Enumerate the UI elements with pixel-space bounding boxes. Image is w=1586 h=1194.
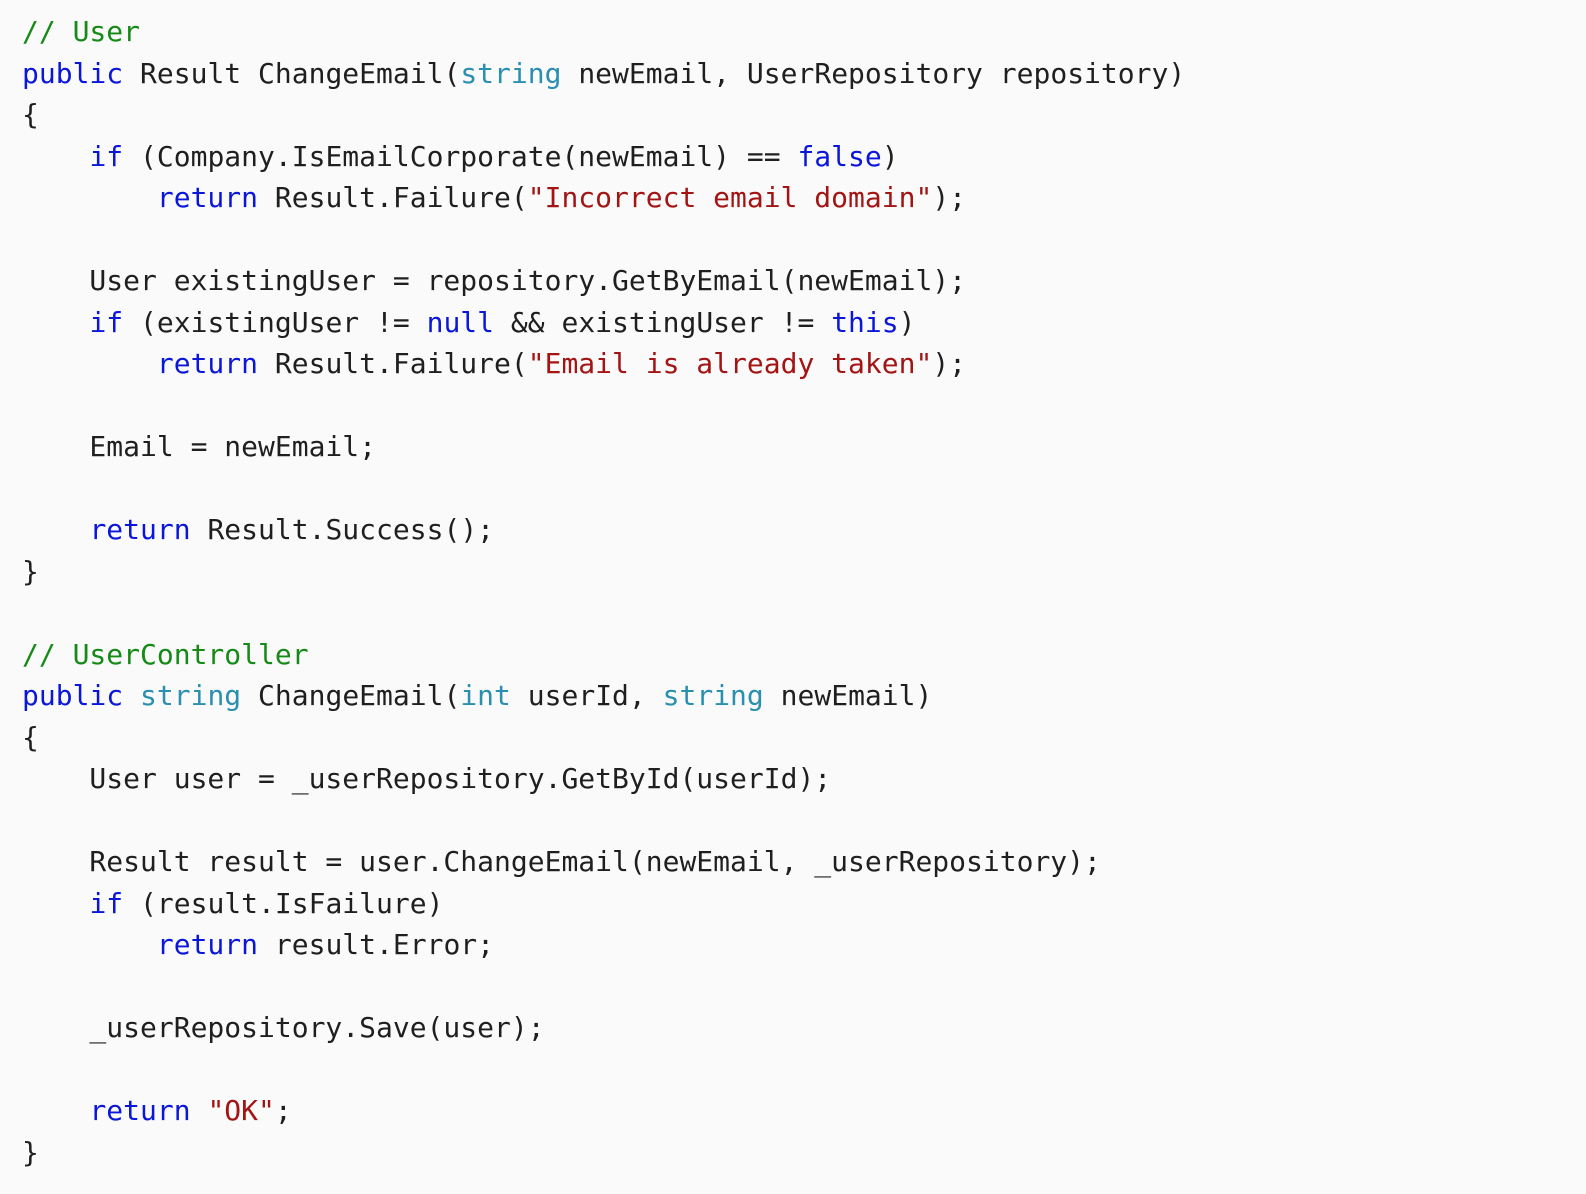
code-line: if (result.IsFailure) [22, 883, 1586, 925]
code-token-plain [22, 181, 157, 214]
code-token-keyword: public [22, 679, 124, 712]
code-token-keyword: return [156, 347, 259, 380]
code-token-keyword: if [89, 139, 124, 173]
code-token-plain: Result.Failure( [258, 347, 528, 380]
code-token-plain [22, 140, 89, 173]
code-token-keyword: if [89, 886, 124, 920]
code-token-comment: // User [22, 15, 141, 48]
code-token-plain: Result ChangeEmail( [123, 56, 461, 90]
code-token-plain: && existingUser != [494, 305, 832, 339]
code-token-keyword: return [156, 181, 259, 214]
code-line: } [22, 551, 1586, 593]
code-line: return Result.Failure("Email is already … [22, 343, 1586, 385]
code-line [22, 219, 1586, 261]
code-token-plain: Email = newEmail; [22, 430, 377, 463]
code-token-plain: ChangeEmail( [241, 679, 461, 712]
code-token-plain: } [22, 554, 39, 588]
code-token-comment: // UserController [22, 637, 309, 671]
code-token-keyword: false [797, 139, 882, 173]
code-token-string: "Incorrect email domain" [527, 181, 933, 214]
code-token-plain: userId, [510, 679, 663, 712]
code-line: // UserController [22, 634, 1586, 676]
code-token-keyword: return [156, 928, 259, 961]
code-token-plain [22, 347, 157, 380]
code-token-plain: ; [274, 1094, 292, 1127]
code-token-plain: User existingUser = repository.GetByEmai… [22, 264, 967, 297]
code-token-keyword: this [831, 305, 899, 339]
code-token-type: string [140, 679, 242, 712]
code-token-plain [22, 928, 157, 961]
code-token-plain [22, 513, 89, 546]
code-line: return result.Error; [22, 924, 1586, 966]
code-line: User existingUser = repository.GetByEmai… [22, 260, 1586, 302]
code-token-keyword: return [89, 513, 191, 546]
code-token-plain: (result.IsFailure) [123, 886, 444, 920]
code-token-plain: } [22, 1135, 39, 1169]
code-line: public Result ChangeEmail(string newEmai… [22, 53, 1586, 95]
code-token-plain: newEmail, UserRepository repository) [561, 56, 1186, 90]
code-token-plain: ); [932, 181, 967, 214]
code-token-plain: (existingUser != [123, 305, 427, 339]
code-line: { [22, 94, 1586, 136]
code-line [22, 468, 1586, 510]
code-token-plain: Result.Success(); [190, 513, 495, 546]
code-token-string: "OK" [207, 1094, 275, 1127]
code-token-type: string [460, 56, 562, 90]
code-line: Result result = user.ChangeEmail(newEmai… [22, 841, 1586, 883]
code-token-plain: _userRepository.Save(user); [22, 1011, 545, 1044]
code-line: Email = newEmail; [22, 426, 1586, 468]
code-line: public string ChangeEmail(int userId, st… [22, 675, 1586, 717]
code-token-plain [123, 679, 140, 712]
code-token-plain [22, 306, 89, 339]
code-line: return "OK"; [22, 1090, 1586, 1132]
code-token-type: int [460, 679, 511, 712]
code-token-plain: Result result = user.ChangeEmail(newEmai… [22, 845, 1101, 878]
code-token-plain: ) [881, 139, 899, 173]
code-line [22, 592, 1586, 634]
code-token-plain [191, 1094, 208, 1127]
code-token-plain: Result.Failure( [258, 181, 528, 214]
code-token-keyword: public [22, 56, 124, 90]
code-line: if (Company.IsEmailCorporate(newEmail) =… [22, 136, 1586, 178]
code-token-string: "Email is already taken" [527, 347, 933, 380]
code-token-plain [22, 1094, 89, 1127]
code-token-keyword: null [426, 305, 495, 339]
code-line [22, 385, 1586, 427]
code-line: return Result.Success(); [22, 509, 1586, 551]
code-token-plain: (Company.IsEmailCorporate(newEmail) == [123, 139, 798, 173]
code-token-keyword: return [89, 1094, 191, 1127]
code-line: if (existingUser != null && existingUser… [22, 302, 1586, 344]
code-line: // User [22, 11, 1586, 53]
code-token-plain: result.Error; [258, 928, 495, 961]
code-token-plain: ); [932, 347, 967, 380]
code-line [22, 800, 1586, 842]
code-line: { [22, 717, 1586, 759]
code-line [22, 1049, 1586, 1091]
code-line: User user = _userRepository.GetById(user… [22, 758, 1586, 800]
code-token-keyword: if [89, 305, 124, 339]
code-token-plain [22, 887, 89, 920]
code-token-plain: ) [898, 305, 916, 339]
code-line: } [22, 1132, 1586, 1174]
code-token-plain: { [22, 98, 39, 131]
code-line: return Result.Failure("Incorrect email d… [22, 177, 1586, 219]
code-line: _userRepository.Save(user); [22, 1007, 1586, 1049]
code-token-plain: User user = _userRepository.GetById(user… [22, 762, 832, 795]
code-line [22, 966, 1586, 1008]
code-token-plain: { [22, 720, 39, 754]
code-token-type: string [662, 679, 764, 712]
code-token-plain: newEmail) [763, 679, 933, 712]
